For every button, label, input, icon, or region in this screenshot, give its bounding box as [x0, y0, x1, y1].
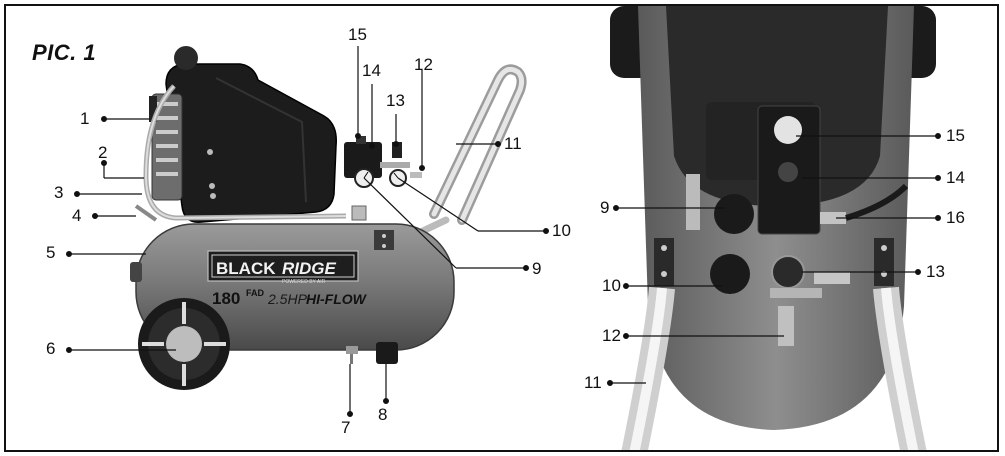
callout-15: 15 — [348, 25, 367, 44]
callout-r10: 10 — [602, 276, 621, 295]
figure-title: PIC. 1 — [32, 40, 97, 65]
callout-r11: 11 — [584, 373, 602, 392]
callout-5: 5 — [46, 243, 56, 262]
callout-14: 14 — [362, 61, 381, 80]
callout-6: 6 — [46, 339, 56, 358]
motor-shroud — [165, 63, 337, 223]
svg-text:FAD: FAD — [246, 288, 265, 298]
callout-10: 10 — [552, 221, 571, 240]
figure-frame: BLACK RIDGE POWERED BY AIR 180 FAD 2.5HP… — [4, 4, 999, 452]
callout-4: 4 — [72, 206, 82, 225]
callout-r12: 12 — [602, 326, 621, 345]
svg-text:HI-FLOW: HI-FLOW — [306, 291, 368, 307]
leader-lines-right — [606, 132, 941, 387]
callout-r15: 15 — [946, 126, 965, 145]
leader-lines-left — [65, 46, 549, 418]
callout-r13: 13 — [926, 262, 945, 281]
callout-r16: 16 — [946, 208, 965, 227]
callout-9: 9 — [532, 259, 542, 278]
svg-text:2.5HP: 2.5HP — [267, 291, 308, 307]
callout-r14: 14 — [946, 168, 965, 187]
model-text: 180 — [212, 289, 240, 308]
callout-r9: 9 — [600, 198, 610, 217]
callout-8: 8 — [378, 405, 388, 424]
callout-11: 11 — [504, 134, 522, 153]
svg-text:RIDGE: RIDGE — [282, 259, 337, 278]
callout-13: 13 — [386, 91, 405, 110]
callout-1: 1 — [80, 109, 90, 128]
callout-3: 3 — [54, 183, 64, 202]
brand-text: BLACK — [216, 259, 276, 278]
callout-7: 7 — [341, 418, 351, 437]
compressor-illustration: BLACK RIDGE POWERED BY AIR 180 FAD 2.5HP… — [65, 6, 997, 450]
callout-2: 2 — [98, 143, 108, 162]
svg-text:POWERED BY AIR: POWERED BY AIR — [282, 279, 326, 285]
callout-12: 12 — [414, 55, 433, 74]
